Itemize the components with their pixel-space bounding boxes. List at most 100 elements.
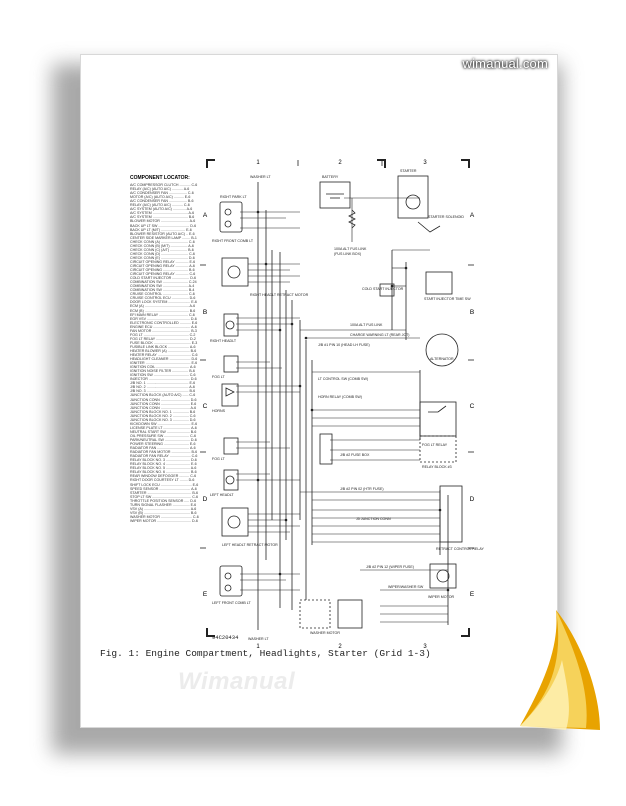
locator-row: KICKDOWN SW ............................… — [130, 421, 198, 426]
watermark-logo: Wimanual — [178, 668, 296, 695]
locator-row: THROTTLE POSITION SENSOR ..... D-6 — [130, 498, 197, 503]
locator-row: CIRCUIT OPENING ........................… — [130, 268, 195, 273]
locator-row: A/C COMPRESSOR CLUTCH ........... C-6 — [130, 183, 198, 188]
locator-row: BLOWER RESISTOR (AUTO A/C) .. E-6 — [130, 231, 195, 236]
grid-col-1-bottom: 1 — [256, 644, 260, 650]
locator-row: EFI MAIN RELAY .........................… — [130, 312, 195, 317]
locator-row: POWER STEERING .........................… — [130, 442, 196, 447]
locator-row: STOP LT SW .............................… — [130, 494, 199, 499]
locator-row: CIRCUIT OPENING RELAY ............. C-6 — [130, 272, 196, 277]
locator-row: IGNITION SW ............................… — [130, 373, 196, 378]
label-right-front-comb-lt: RIGHT FRONT COMB LT — [212, 239, 254, 243]
right-headlt — [223, 313, 239, 337]
locator-row: CRUISE CONTROL ECU ................. D-6 — [130, 296, 196, 301]
brand-label[interactable]: wimanual.com — [462, 56, 548, 71]
locator-title: COMPONENT LOCATOR: — [130, 175, 190, 181]
label-alt-fus-link: 100A ALT FUS LINK — [350, 323, 383, 327]
label-alternator: ALTERNATOR — [430, 357, 454, 361]
locator-row: PARK/NEUTRAL SW ........................… — [130, 438, 197, 442]
label-washer-lt-bottom: WASHER LT — [248, 637, 269, 641]
locator-row: ENGINE ECU .............................… — [130, 324, 197, 329]
locator-row: LICENSE PLATE LT .......................… — [130, 425, 197, 430]
label-fusible-link: 100A ALT FUS LINK — [334, 247, 367, 251]
locator-row: VSV (B) ................................… — [130, 510, 197, 515]
locator-row: COMBINATION SW .........................… — [130, 288, 195, 293]
grid-row-d-right: D — [470, 496, 475, 503]
locator-row: JUNCTION CONN ..........................… — [130, 405, 197, 410]
locator-row: CHECK CONN (A) .........................… — [130, 239, 195, 244]
grid-row-c-right: C — [470, 403, 475, 410]
locator-row: RADIATOR FAN RELAY .....................… — [130, 454, 198, 459]
locator-row: A/C CONDENSER FAN .................. C-6 — [130, 191, 194, 196]
locator-row: BLOWER MOTOR ...........................… — [130, 219, 196, 224]
locator-row: CHECK CONN (B) (M/T) ................. A… — [130, 243, 194, 248]
label-wiper-motor: WIPER MOTOR — [428, 595, 454, 599]
locator-row: J/B NO. 2 ..............................… — [130, 385, 195, 390]
locator-row: HEATER BLOWER (A) ......................… — [130, 348, 197, 353]
label-fog-lt-relay: FOG LT RELAY — [422, 443, 448, 447]
locator-row: J/B NO. 1 ..............................… — [130, 381, 196, 386]
locator-row: FAN MOTOR ..............................… — [130, 328, 197, 333]
label-jb-fusebox: J/B #2 FUSE BOX — [340, 453, 370, 457]
label-lt-control-sw: LT CONTROL SW (COMB SW) — [318, 377, 368, 381]
locator-row: RADIATOR FAN MOTOR ................... B… — [130, 450, 198, 455]
label-fog-lt-right: FOG LT — [212, 375, 226, 379]
grid-col-2-bottom: 2 — [338, 644, 342, 650]
locator-row: OIL PRESSURE SW ........................… — [130, 433, 196, 438]
label-right-park-lt: RIGHT PARK LT — [220, 195, 247, 199]
splices — [256, 210, 450, 592]
locator-row: COMBINATION SW .........................… — [130, 284, 195, 289]
doc-number: 94C20434 — [212, 634, 239, 641]
wire-runs — [236, 197, 448, 623]
grid-col-3-bottom: 3 — [423, 644, 427, 650]
label-wiper-fuse: J/B #2 PIN 12 (WIPER FUSE) — [366, 565, 414, 569]
grid-col-2: 2 — [338, 160, 342, 166]
locator-row: NEUTRAL START SW .......................… — [130, 429, 197, 434]
locator-row: RELAY (A/C) (AUTO A/C) ........... C-6 — [130, 203, 190, 208]
locator-row: IGNITION NOISE FILTER ................ B… — [130, 369, 195, 374]
locator-row: RELAY BLOCK NO. 4 ......................… — [130, 462, 197, 467]
label-cold-start-injector: COLD START INJECTOR — [362, 287, 404, 291]
label-fog-lt-left: FOG LT — [212, 457, 226, 461]
label-battery: BATTERY — [322, 175, 339, 179]
locator-row: JUNCTION BLOCK (AUTO A/C) ...... C-6 — [130, 393, 196, 398]
locator-row: J/B NO. 3 ..............................… — [130, 389, 196, 394]
grid-row-a: A — [203, 212, 208, 219]
label-start-injector: START INJECTOR TIME SW — [424, 297, 471, 301]
label-headlt-dim: J/B #2 PIN 02 (HTR FUSE) — [340, 487, 384, 491]
locator-row: CIRCUIT OPENING RELAY ............. E-6 — [130, 259, 196, 264]
locator-row: RELAY BLOCK NO. 6 ......................… — [130, 470, 197, 475]
label-left-headlt-retract: LEFT HEADLT RETRACT MOTOR — [222, 543, 278, 547]
locator-row: IGNITER ................................… — [130, 361, 198, 366]
locator-row: CHECK CONN (D) .........................… — [130, 251, 195, 256]
corner-brackets — [206, 159, 470, 637]
fuse-box — [319, 433, 333, 465]
locator-row: ELECTRONIC CONTROLLED ........... E-6 — [130, 320, 198, 325]
locator-row: INJECTOR ...............................… — [130, 377, 197, 382]
label-left-headlt: LEFT HEADLT — [210, 493, 234, 497]
alternator — [425, 333, 459, 367]
components — [219, 175, 463, 629]
label-charge-warning: CHARGE WARNING LT (REAR JCT) — [350, 333, 409, 337]
fog-lt-left — [223, 437, 239, 455]
locator-row: SPEED SENSOR ...........................… — [130, 486, 197, 491]
locator-row: CHECK CONN (C) (A/T) ................. B… — [130, 247, 194, 252]
fog-lt-relay — [419, 401, 457, 437]
starter — [397, 175, 429, 219]
label-horns: HORNS — [212, 409, 226, 413]
locator-row: IGNITION COIL ..........................… — [130, 365, 196, 370]
locator-row: RADIATOR FAN ...........................… — [130, 446, 196, 451]
locator-row: HEATER RELAY ...........................… — [130, 353, 198, 358]
locator-row: HEADLIGHT CLEANER ..................... … — [130, 357, 198, 362]
manual-page — [80, 54, 558, 728]
locator-row: COLD START INJECTOR ................. D-… — [130, 276, 197, 281]
label-fusible-link-sub: (FUS LINK BOX) — [334, 252, 361, 256]
locator-row: A/C SYSTEM .............................… — [130, 215, 195, 220]
locator-row: FOG LT .................................… — [130, 332, 196, 337]
label-retract-relay: RETRACT CONTROL RELAY — [436, 547, 484, 551]
label-right-headlt: RIGHT HEADLT — [210, 339, 237, 343]
grid-row-c: C — [203, 403, 208, 410]
battery — [319, 181, 351, 209]
